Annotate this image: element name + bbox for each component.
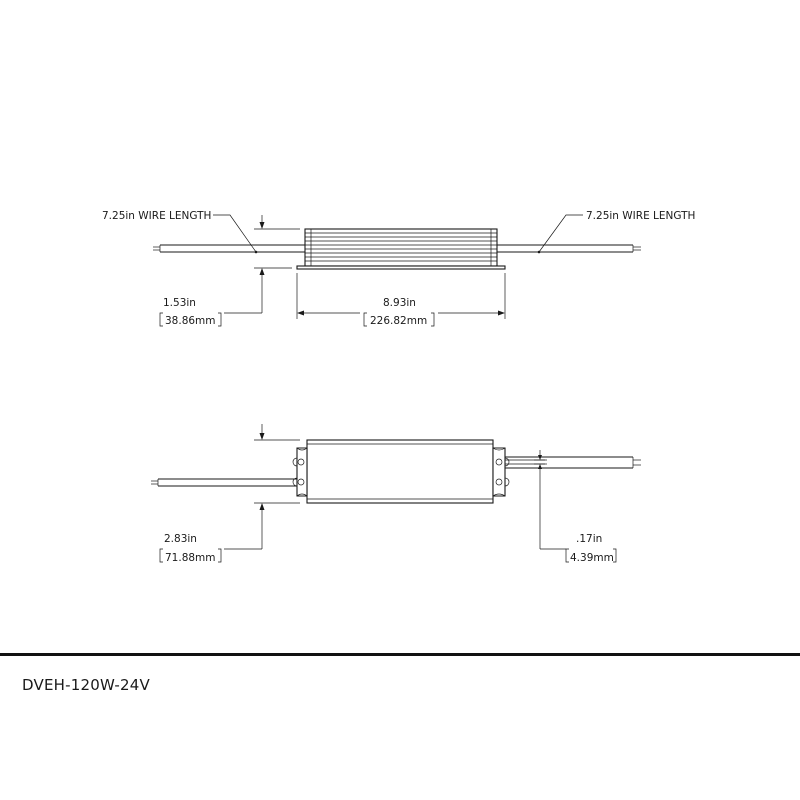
length-inch-label: 8.93in (383, 297, 416, 309)
height-mm-bracket-left (159, 312, 163, 327)
top-view-left-wires (151, 478, 297, 487)
side-view-right-wires (497, 244, 641, 253)
top-view-width-dimension (224, 424, 300, 550)
top-view-housing (306, 439, 494, 504)
height-inch-label: 1.53in (163, 297, 196, 309)
hole-mm-label: 4.39mm (570, 552, 614, 564)
side-view-left-wires (153, 244, 305, 253)
wire-length-leaders (213, 214, 583, 254)
side-view-length-dimension (296, 273, 506, 319)
height-mm-label: 38.86mm (165, 315, 216, 327)
right-wire-length-label: 7.25in WIRE LENGTH (586, 210, 695, 222)
side-view-height-dimension (224, 215, 300, 314)
width-mm-bracket-left (159, 548, 163, 563)
width-mm-label: 71.88mm (165, 552, 216, 564)
hole-mm-bracket-right (613, 548, 617, 563)
side-view-housing (296, 228, 506, 270)
hole-mm-bracket-left (565, 548, 569, 563)
model-number: DVEH-120W-24V (22, 676, 150, 694)
length-mm-bracket-left (363, 312, 367, 327)
length-mm-label: 226.82mm (370, 315, 427, 327)
width-inch-label: 2.83in (164, 533, 197, 545)
left-mounting-tab (292, 447, 308, 497)
side-view (153, 214, 641, 319)
hole-inch-label: .17in (576, 533, 602, 545)
height-mm-bracket-right (218, 312, 222, 327)
top-view (151, 424, 641, 550)
left-wire-length-label: 7.25in WIRE LENGTH (102, 210, 211, 222)
width-mm-bracket-right (218, 548, 222, 563)
right-mounting-tab (492, 447, 510, 497)
top-view-right-wires (505, 456, 641, 469)
wire-hole-dimension (534, 450, 566, 550)
title-block-divider (0, 653, 800, 656)
length-mm-bracket-right (431, 312, 435, 327)
